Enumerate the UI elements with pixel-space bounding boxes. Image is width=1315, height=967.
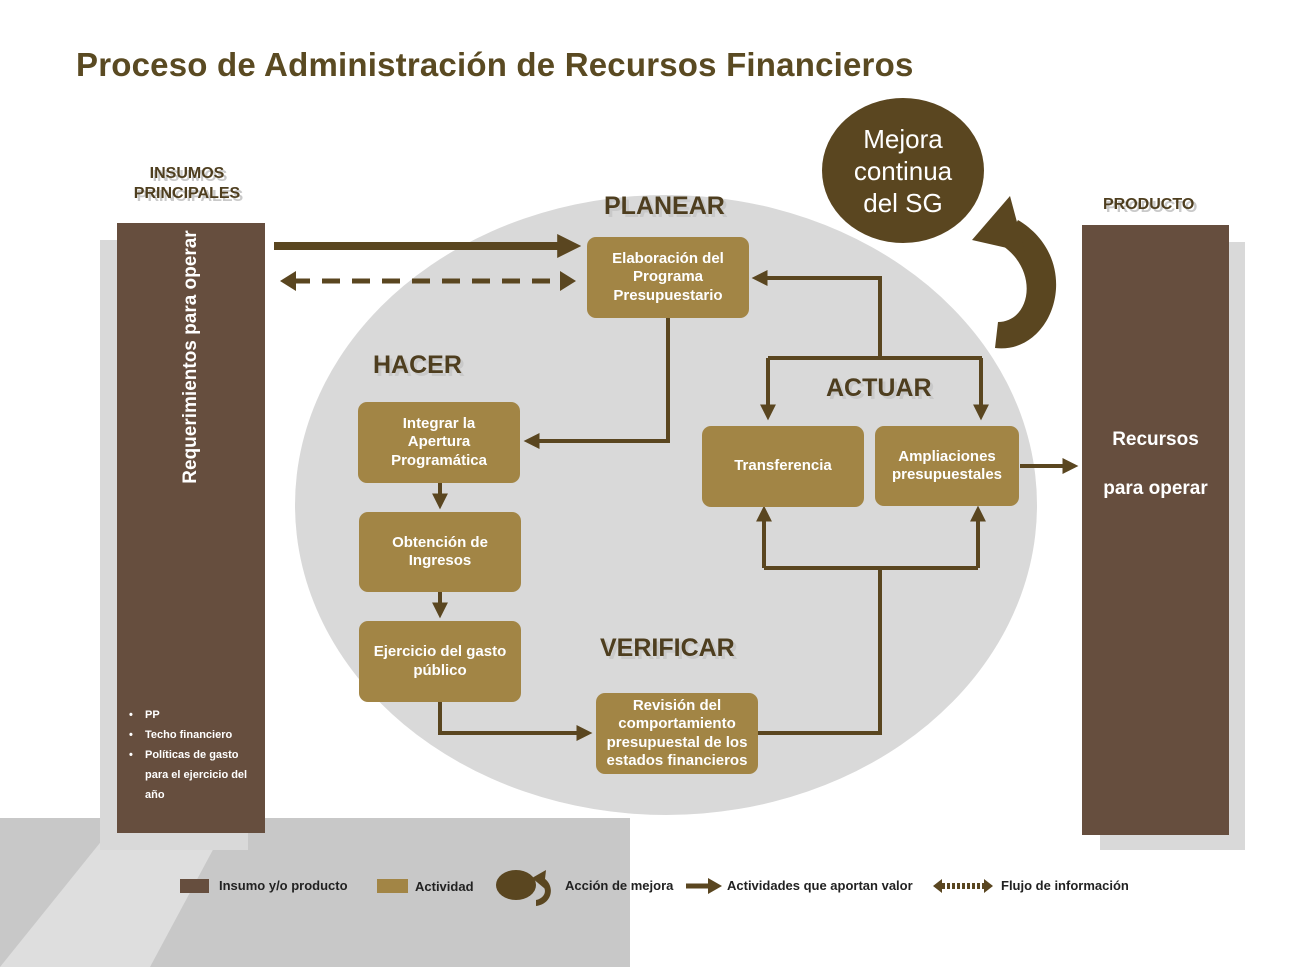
legend-actividad-label: Actividad xyxy=(415,879,474,894)
background-diagonal xyxy=(0,818,230,967)
activity-integrar: Integrar la Apertura Programática xyxy=(358,402,520,483)
bullet-item: Techo financiero xyxy=(127,725,263,745)
product-line-1: Recursos xyxy=(1112,429,1199,450)
right-product-bar: Recursos para operar xyxy=(1082,225,1229,835)
left-bar-bullets: PP Techo financiero Políticas de gasto p… xyxy=(127,705,263,805)
insumos-label: INSUMOS PRINCIPALES xyxy=(133,165,241,202)
connector-revision-to-actuar xyxy=(758,568,882,735)
legend-accion-icon xyxy=(496,870,551,906)
actuar-label: ACTUAR xyxy=(826,374,932,402)
producto-label: PRODUCTO xyxy=(1103,196,1195,213)
connector-ejercicio-to-revision xyxy=(438,702,593,741)
activity-elaboracion: Elaboración del Programa Presupuestario xyxy=(587,237,749,318)
left-input-bar: Requerimientos para operar PP Techo fina… xyxy=(117,223,265,833)
legend-flujo-label: Flujo de información xyxy=(1001,878,1129,893)
product-line-2: para operar xyxy=(1103,478,1208,499)
legend-insumo-swatch xyxy=(180,879,209,893)
activity-transferencia: Transferencia xyxy=(702,426,864,507)
legend-flujo-arrow xyxy=(933,879,993,893)
page-title: Proceso de Administración de Recursos Fi… xyxy=(76,46,914,83)
verificar-label: VERIFICAR xyxy=(600,634,735,662)
mejora-continua-circle: Mejora continua del SG xyxy=(822,98,984,243)
legend-insumo-label: Insumo y/o producto xyxy=(219,878,348,893)
legend-actividad-swatch xyxy=(377,879,408,893)
connector-plan-to-integrar xyxy=(523,318,670,449)
activity-ejercicio: Ejercicio del gasto público xyxy=(359,621,521,702)
activity-revision: Revisión del comportamiento presupuestal… xyxy=(596,693,758,774)
hacer-label: HACER xyxy=(373,351,462,379)
bullet-item: PP xyxy=(127,705,263,725)
activity-ampliaciones: Ampliaciones presupuestales xyxy=(875,426,1019,506)
activity-obtencion: Obtención de Ingresos xyxy=(359,512,521,592)
legend-valor-arrow xyxy=(686,878,722,894)
legend-valor-label: Actividades que aportan valor xyxy=(727,878,913,893)
mejora-continua-text: Mejora continua del SG xyxy=(853,123,953,218)
connector-actuar-to-plan xyxy=(751,270,882,358)
planear-label: PLANEAR xyxy=(604,192,725,220)
bullet-item: Políticas de gasto para el ejercicio del… xyxy=(127,745,263,805)
legend-accion-label: Acción de mejora xyxy=(565,878,674,893)
improvement-curved-arrow xyxy=(972,196,1057,349)
